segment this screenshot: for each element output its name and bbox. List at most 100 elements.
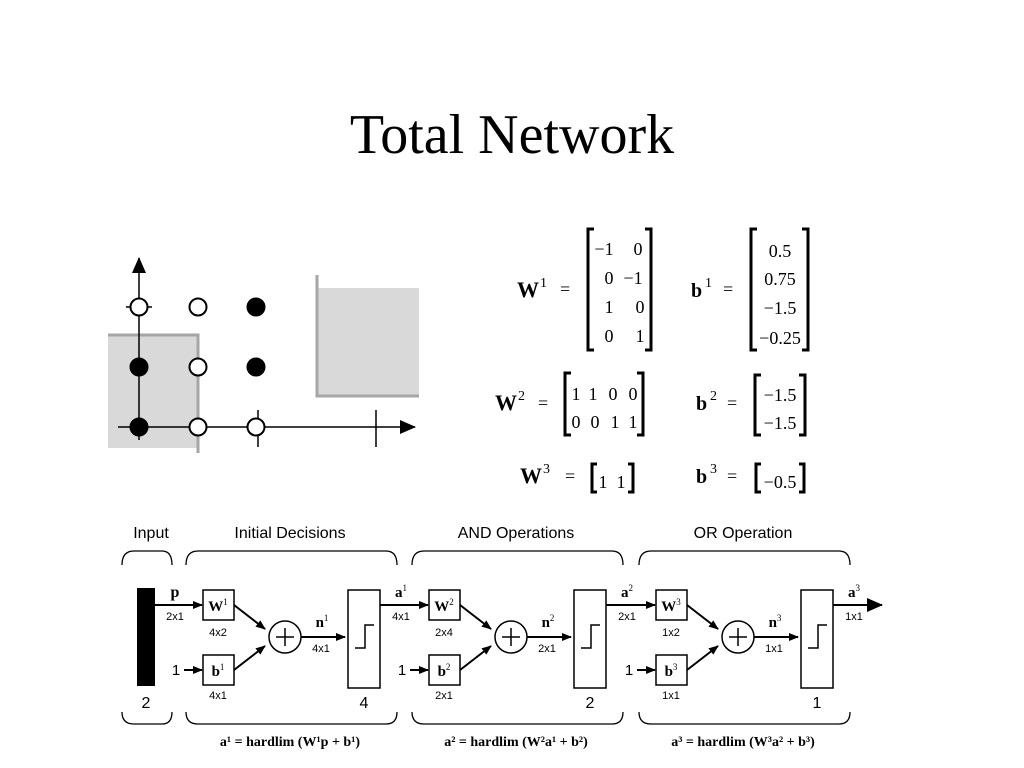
layer-formula: a¹ = hardlim (W¹p + b¹) [220, 735, 361, 750]
w3-bracket-right [628, 462, 635, 494]
hardlim-transfer-box [800, 589, 834, 689]
layer-output-dims: 4x1 [392, 611, 410, 623]
weight-to-sum-arrow [233, 604, 266, 630]
w1-cell: −1 [623, 268, 642, 288]
hardlim-step-icon [581, 624, 600, 649]
b3-symbol: b [696, 466, 707, 488]
w1-cell: 1 [636, 326, 645, 346]
b2-cell: −1.5 [764, 413, 797, 433]
neuron-count: 1 [813, 695, 822, 712]
b1-vector: 0.5 0.75 −1.5 −0.25 [749, 227, 810, 352]
w1-cell: −1 [594, 239, 613, 259]
w2-matrix: 1 1 0 0 0 0 1 1 [563, 371, 645, 437]
w1-cell: 0 [605, 326, 614, 346]
layer-formula: a³ = hardlim (W³a² + b³) [671, 735, 815, 750]
w3-equals: = [565, 466, 575, 486]
bias-input-one: 1 [625, 662, 633, 679]
b1-equals: = [723, 279, 733, 299]
layer-top-brace [411, 550, 624, 566]
input-signal-label: p [171, 584, 180, 601]
net-input-dims: 2x1 [538, 643, 556, 655]
layer-output-label: a2 [621, 583, 633, 601]
b1-superscript: 1 [705, 276, 712, 291]
layer-top-brace [638, 550, 851, 566]
w2-cell: 1 [611, 412, 620, 432]
w2-cell: 1 [589, 384, 598, 404]
net-input-label: n1 [316, 613, 329, 631]
layer-output-label: a3 [848, 583, 861, 601]
bias-input-one: 1 [398, 662, 406, 679]
bias-vector-dims: 2x1 [435, 690, 453, 702]
input-bottom-brace [121, 711, 173, 725]
weight-matrix-label: W3 [661, 597, 681, 615]
input-vector-bar [137, 588, 155, 686]
b3-equals: = [727, 466, 737, 486]
net-input-label: n3 [769, 613, 782, 631]
weight-equations: W 1 = −1 0 0 −1 1 0 0 1 b 1 = 0.5 [495, 227, 810, 494]
net-input-label: n2 [542, 613, 555, 631]
hardlim-step-icon [808, 624, 827, 649]
weight-matrix-dims: 1x2 [662, 627, 680, 639]
w2-cell: 1 [572, 384, 581, 404]
layer-header: Initial Decisions [234, 525, 345, 542]
w2-cell: 1 [629, 412, 638, 432]
w1-cell: 0 [634, 239, 643, 259]
layer-output-dims: 1x1 [845, 611, 863, 623]
b3-cell: −0.5 [764, 472, 797, 492]
hardlim-transfer-box [573, 589, 607, 689]
bias-to-sum-arrow [233, 645, 266, 671]
hardlim-step-icon [355, 624, 374, 649]
b1-symbol: b [691, 280, 702, 302]
w2-equals: = [538, 393, 548, 413]
b1-cell: −1.5 [764, 298, 797, 318]
b1-cell: 0.75 [764, 269, 796, 289]
w1-matrix: −1 0 0 −1 1 0 0 1 [586, 227, 653, 352]
net-input-dims: 4x1 [312, 643, 330, 655]
weight-matrix-dims: 2x4 [435, 627, 453, 639]
layer-output-label: a1 [395, 583, 407, 601]
bias-to-sum-arrow [459, 645, 492, 671]
decision-region-right [317, 288, 419, 396]
bias-to-sum-arrow [686, 645, 719, 671]
class-0-point [129, 297, 149, 317]
w1-bracket-right [645, 227, 653, 352]
layer-top-brace [185, 550, 398, 566]
b3-vector: −0.5 [754, 462, 806, 494]
w2-cell: 0 [629, 384, 638, 404]
w1-superscript: 1 [540, 276, 547, 291]
class-0-point [188, 357, 208, 377]
b1-cell: 0.5 [769, 241, 792, 261]
b2-equals: = [727, 393, 737, 413]
decision-region-left [108, 335, 198, 448]
weight-to-sum-arrow [686, 604, 719, 630]
w1-equals: = [560, 279, 570, 299]
bias-vector-box [202, 654, 235, 686]
w2-cell: 0 [591, 412, 600, 432]
weight-matrix-label: W1 [208, 597, 228, 615]
b1-cell: −0.25 [759, 328, 801, 348]
neuron-count: 2 [586, 695, 595, 712]
decision-region-left-edge [108, 333, 200, 453]
bias-input-one: 1 [172, 662, 180, 679]
w2-symbol: W [495, 390, 517, 415]
w3-matrix: 1 1 [590, 462, 635, 494]
weight-matrix-box [655, 589, 688, 621]
w2-cell: 0 [609, 384, 618, 404]
w3-cell: 1 [617, 472, 626, 492]
w2-bracket-right [637, 371, 645, 437]
slide-title: Total Network [349, 104, 675, 166]
b3-bracket-right [799, 462, 806, 494]
b3-superscript: 3 [710, 462, 717, 477]
bias-vector-dims: 4x1 [209, 690, 227, 702]
w1-cell: 1 [605, 297, 614, 317]
class-0-point [188, 297, 208, 317]
bias-vector-label: b2 [438, 662, 451, 680]
bias-vector-dims: 1x1 [662, 690, 680, 702]
weight-to-sum-arrow [459, 604, 492, 630]
decision-plot [108, 257, 419, 453]
layer-header: OR Operation [694, 525, 793, 542]
